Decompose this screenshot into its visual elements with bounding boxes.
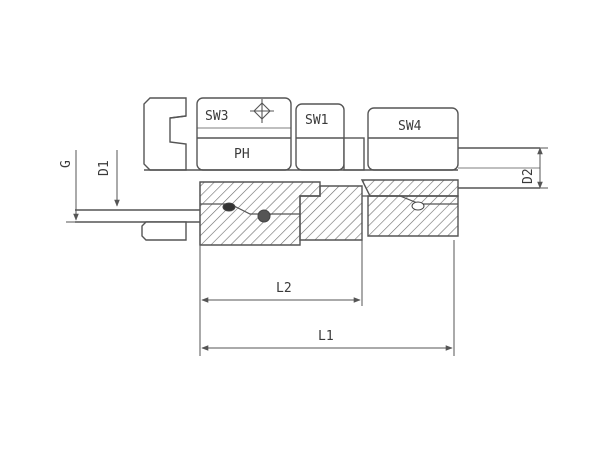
label-l1: L1 — [318, 329, 334, 344]
label-sw3: SW3 — [205, 109, 228, 124]
sw4-section-hatch — [367, 195, 459, 237]
left-nut — [143, 97, 187, 171]
o-ring-left — [222, 202, 236, 212]
sw1-section-hatch — [299, 185, 363, 241]
right-tube-outline — [458, 147, 540, 189]
label-l2: L2 — [276, 281, 292, 296]
label-ph: PH — [234, 147, 250, 162]
left-tube-outline — [75, 209, 200, 223]
label-g: G — [59, 160, 74, 168]
label-d2: D2 — [521, 168, 536, 184]
sw4-nut-body — [367, 107, 459, 171]
crosshair-diamond-icon — [250, 99, 274, 123]
label-d1: D1 — [97, 160, 112, 176]
label-sw1: SW1 — [305, 113, 328, 128]
ferrule-section — [360, 179, 459, 197]
left-nut-lower — [141, 221, 187, 241]
o-ring-right — [257, 209, 271, 223]
label-sw4: SW4 — [398, 119, 422, 134]
